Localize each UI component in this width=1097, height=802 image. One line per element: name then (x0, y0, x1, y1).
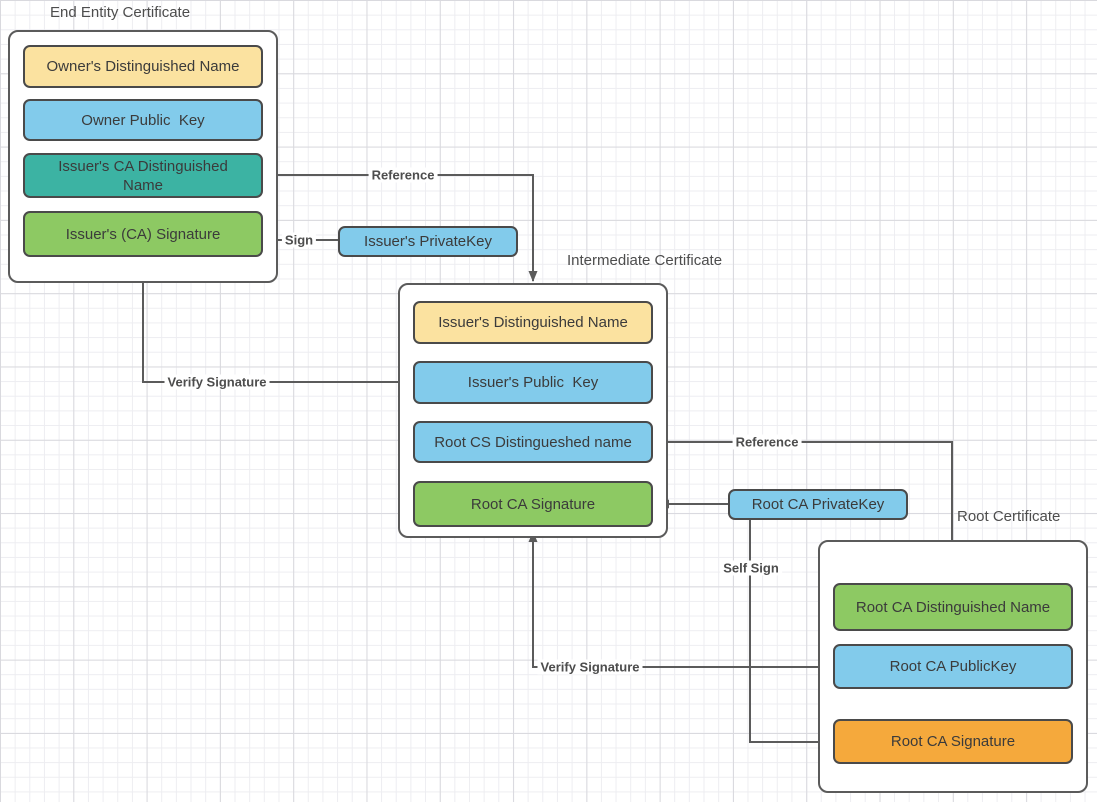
connector-verify-signature2-arrow (528, 531, 833, 668)
box-owner-public-key: Owner Public Key (23, 99, 263, 141)
label-sign: Sign (281, 232, 317, 248)
box-issuers-distinguished-name: Issuer's Distinguished Name (413, 301, 653, 344)
box-root-ca-privatekey: Root CA PrivateKey (728, 489, 908, 520)
intermediate-certificate-title: Intermediate Certificate (567, 252, 723, 269)
label-reference-1: Reference (368, 167, 438, 183)
end-entity-certificate-title: End Entity Certificate (50, 4, 191, 21)
box-issuers-ca-signature: Issuer's (CA) Signature (23, 211, 263, 257)
box-root-cs-distingueshed-name: Root CS Distingueshed name (413, 421, 653, 463)
label-verify-signature-2: Verify Signature (537, 659, 643, 675)
box-owners-distinguished-name: Owner's Distinguished Name (23, 45, 263, 88)
box-root-ca-publickey: Root CA PublicKey (833, 644, 1073, 689)
box-issuers-privatekey: Issuer's PrivateKey (338, 226, 518, 257)
box-root-ca-distinguished-name: Root CA Distinguished Name (833, 583, 1073, 631)
box-issuers-ca-distinguished-name: Issuer's CA Distinguished Name (23, 153, 263, 198)
label-reference-2: Reference (732, 434, 802, 450)
box-root-ca-signature-root: Root CA Signature (833, 719, 1073, 764)
box-root-ca-signature-intermediate: Root CA Signature (413, 481, 653, 527)
box-issuers-public-key: Issuer's Public Key (413, 361, 653, 404)
root-certificate-title: Root Certificate (957, 508, 1061, 525)
label-self-sign: Self Sign (720, 560, 782, 576)
label-verify-signature-1: Verify Signature (164, 374, 270, 390)
